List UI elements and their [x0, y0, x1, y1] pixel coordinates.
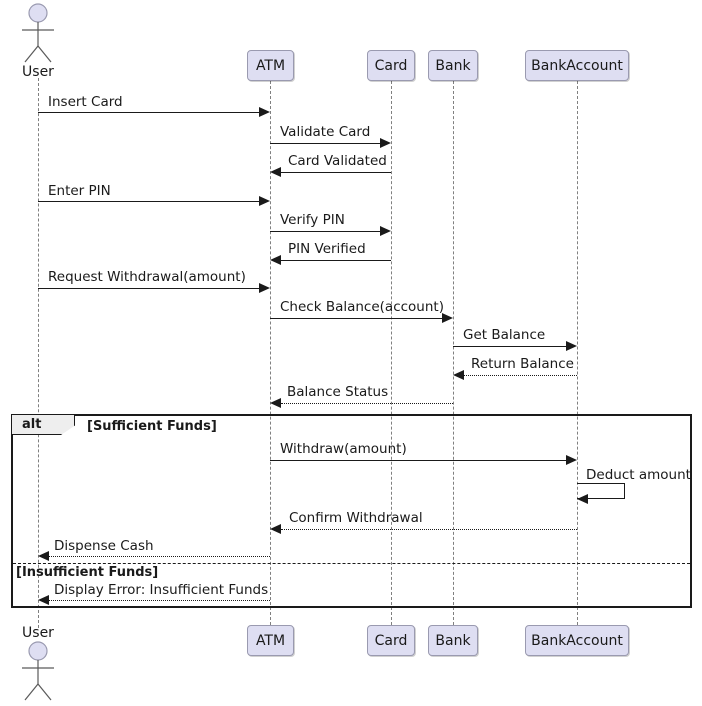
message-line-request-withdrawal [38, 288, 259, 289]
fragment-operator-label: alt [22, 417, 42, 432]
lifeline-atm [270, 81, 271, 625]
message-label-return-balance: Return Balance [471, 356, 574, 372]
message-label-pin-verified: PIN Verified [288, 241, 366, 257]
arrow-head-check-balance [442, 313, 453, 323]
message-label-card-validated: Card Validated [288, 153, 387, 169]
actor-stick-figure-icon [22, 3, 54, 63]
arrow-head-balance-status [270, 398, 281, 408]
message-line-confirm-withdrawal [281, 529, 577, 530]
message-line-enter-pin [38, 201, 259, 202]
message-line-validate-card [270, 143, 380, 144]
actor-user-bottom-label: User [22, 625, 54, 641]
message-line-return-balance [464, 375, 577, 376]
actor-stick-figure-icon [22, 641, 54, 701]
message-label-verify-pin: Verify PIN [280, 212, 345, 228]
participant-bank-top[interactable]: Bank [428, 50, 478, 81]
message-label-request-withdrawal: Request Withdrawal(amount) [48, 269, 246, 285]
message-label-display-error: Display Error: Insufficient Funds [54, 582, 269, 598]
arrow-head-return-balance [453, 370, 464, 380]
arrow-head-card-validated [270, 167, 281, 177]
participant-bank-bottom[interactable]: Bank [428, 625, 478, 656]
arrow-head-get-balance [566, 341, 577, 351]
arrow-head-enter-pin [259, 196, 270, 206]
fragment-guard-insufficient: [Insufficient Funds] [16, 565, 159, 580]
fragment-alt-divider [13, 563, 690, 564]
arrow-head-confirm-withdrawal [270, 524, 281, 534]
arrow-head-withdraw [566, 455, 577, 465]
message-label-balance-status: Balance Status [287, 384, 389, 400]
lifeline-user [38, 78, 39, 628]
fragment-alt-operator-tab: alt [11, 414, 75, 435]
message-label-enter-pin: Enter PIN [48, 183, 111, 199]
message-label-confirm-withdrawal: Confirm Withdrawal [289, 510, 423, 526]
participant-bankaccount-bottom[interactable]: BankAccount [525, 625, 629, 656]
lifeline-bank [453, 81, 454, 625]
message-line-dispense-cash [49, 556, 270, 557]
fragment-alt [11, 414, 692, 608]
message-label-validate-card: Validate Card [280, 124, 371, 140]
message-line-get-balance [453, 346, 566, 347]
arrow-head-insert-card [259, 107, 270, 117]
arrow-head-verify-pin [380, 226, 391, 236]
participant-atm-top[interactable]: ATM [247, 50, 294, 81]
lifeline-bankaccount [577, 81, 578, 625]
message-line-verify-pin [270, 231, 380, 232]
message-line-check-balance [270, 318, 442, 319]
actor-user-top [18, 2, 58, 63]
participant-atm-bottom[interactable]: ATM [247, 625, 294, 656]
arrow-head-validate-card [380, 138, 391, 148]
self-message-deduct-amount [577, 483, 625, 499]
arrow-head-request-withdrawal [259, 283, 270, 293]
message-label-check-balance: Check Balance(account) [280, 299, 444, 315]
message-line-card-validated [281, 172, 391, 173]
lifeline-card [391, 81, 392, 625]
actor-user-bottom [18, 640, 58, 701]
participant-card-top[interactable]: Card [367, 50, 415, 81]
participant-card-bottom[interactable]: Card [367, 625, 415, 656]
arrow-head-dispense-cash [38, 551, 49, 561]
message-line-insert-card [38, 112, 259, 113]
participant-bankaccount-top[interactable]: BankAccount [525, 50, 629, 81]
message-label-insert-card: Insert Card [48, 94, 123, 110]
actor-user-top-label: User [22, 64, 54, 80]
arrow-head-pin-verified [270, 255, 281, 265]
message-line-pin-verified [281, 260, 391, 261]
message-line-display-error [49, 600, 270, 601]
message-label-dispense-cash: Dispense Cash [54, 538, 154, 554]
arrow-head-deduct-amount [577, 494, 588, 504]
fragment-guard-sufficient: [Sufficient Funds] [87, 419, 217, 434]
arrow-head-display-error [38, 595, 49, 605]
message-label-withdraw: Withdraw(amount) [280, 441, 407, 457]
message-label-deduct-amount: Deduct amount [586, 467, 691, 483]
message-line-withdraw [270, 460, 566, 461]
message-label-get-balance: Get Balance [463, 327, 546, 343]
message-line-balance-status [281, 403, 453, 404]
